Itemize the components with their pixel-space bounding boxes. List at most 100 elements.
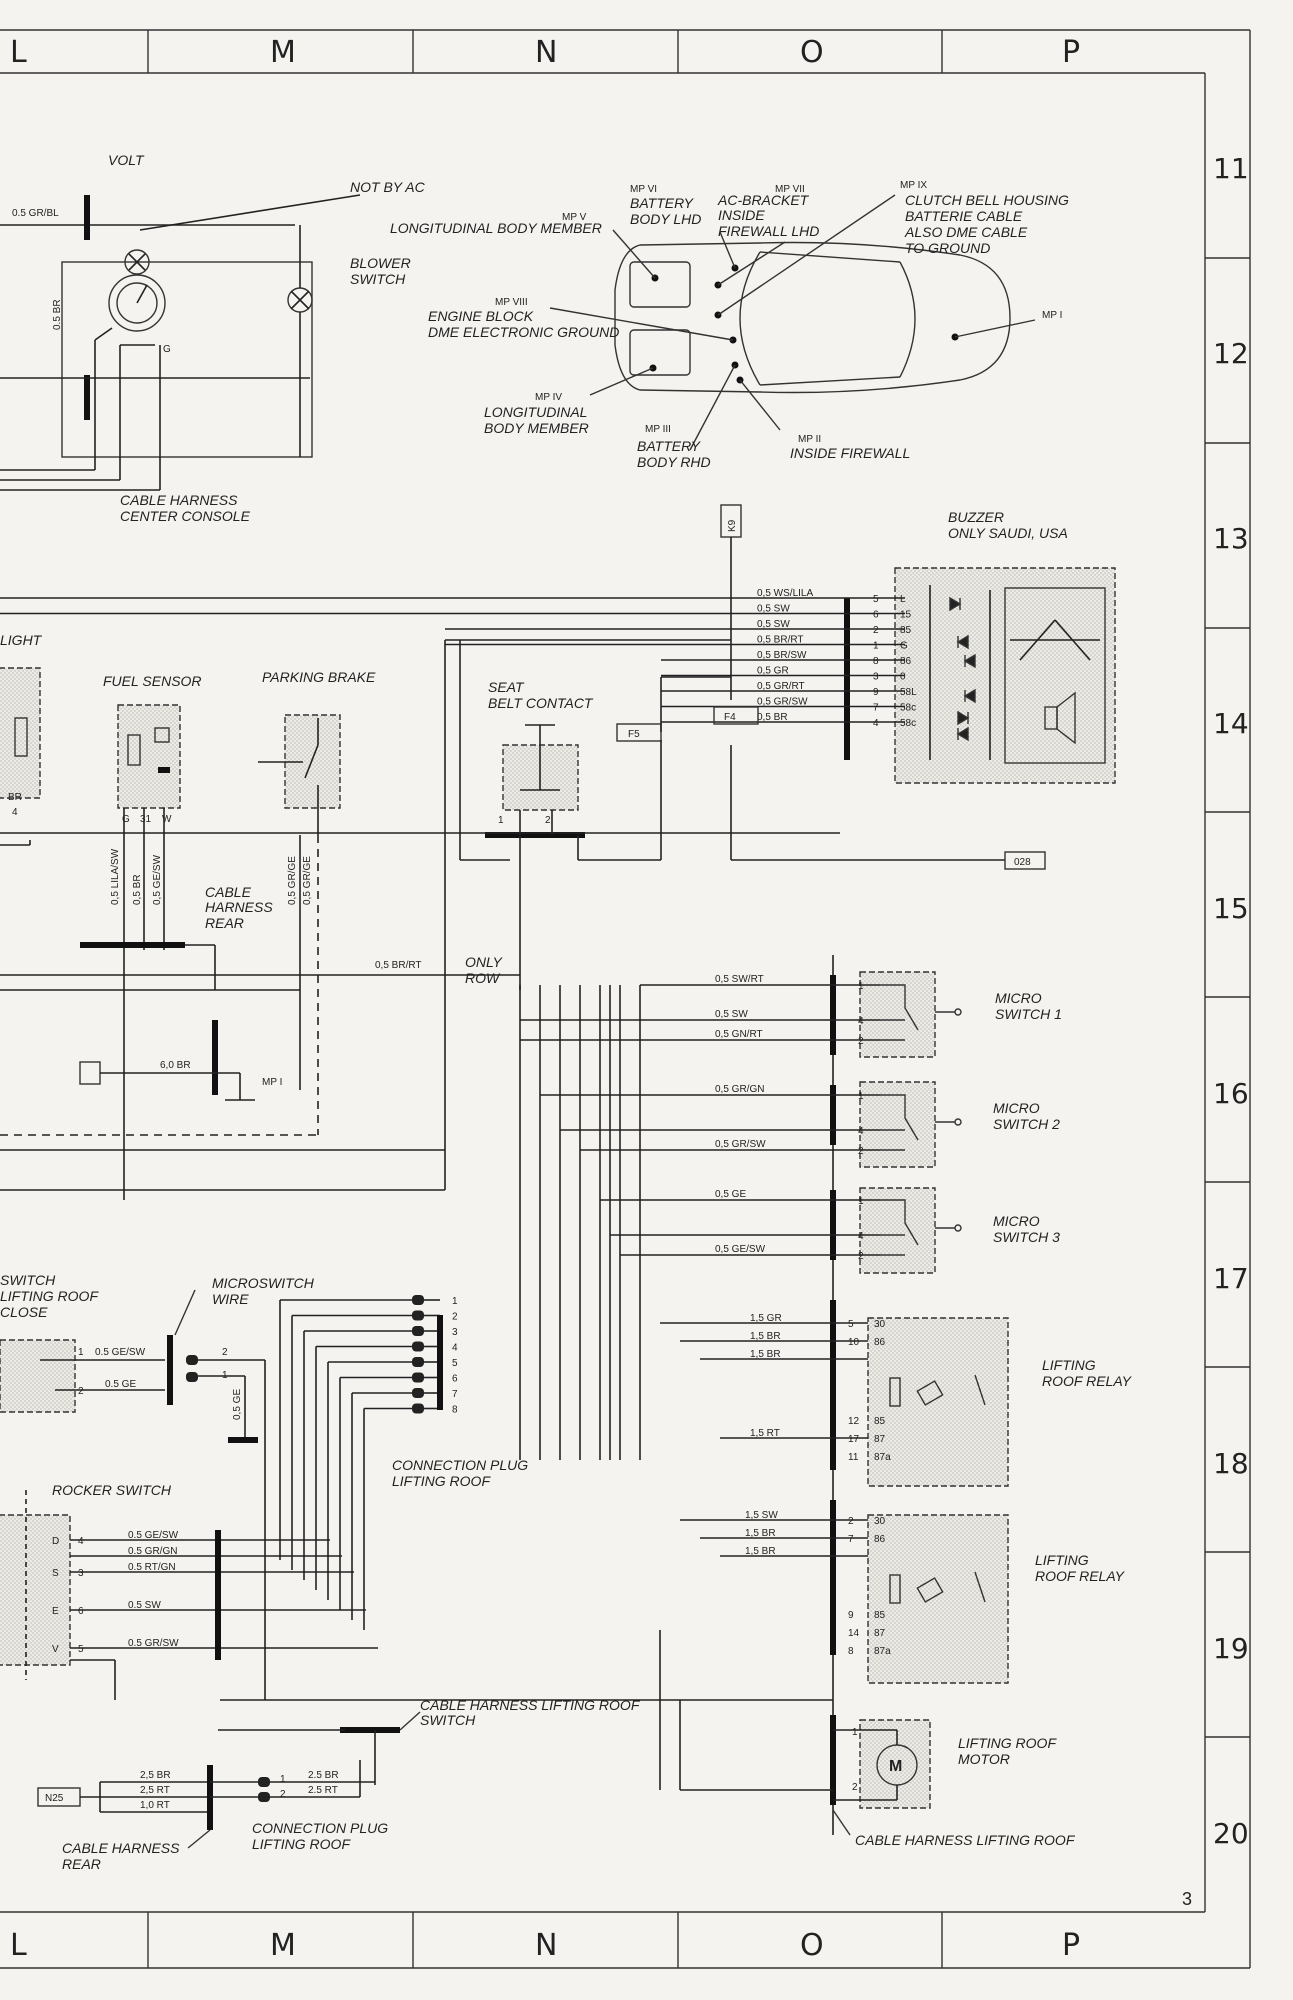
car-outline-icon [614,241,1011,394]
c028-connector [1004,851,1046,870]
relay-2-pin-4: 14 [848,1628,860,1639]
micro-switch-2-pin-3: 2 [858,1146,864,1157]
relay-1-wire-1: 1,5 GR [750,1313,782,1324]
connection-plug-label-1: CONNECTION PLUG [392,1457,528,1473]
relay-2-wire-1: 1,5 SW [745,1510,778,1521]
grid-col-bottom-p: P [1062,1928,1080,1963]
micro-switch-1-pin-3: 2 [858,1036,864,1047]
harness-rear-section: CABLE HARNESS REAR 0,5 BR/RT ONLY ROW 6,… [0,639,731,1191]
seat-pin-1: 1 [498,815,504,826]
buzzer-wire-4: 0,5 BR/RT [757,635,804,646]
fuel-pin-g: G [122,814,130,825]
lifting-roof-relay-1-label-1: LIFTING [1042,1357,1096,1373]
microswitch-drop-wire: 0,5 GE [232,1389,243,1420]
lifting-roof-relay-1-label-2: ROOF RELAY [1042,1373,1133,1389]
plug2-pin-2: 2 [280,1789,286,1800]
buzzer-label-2: ONLY SAUDI, USA [948,525,1068,541]
mp-iv-desc-2: BODY MEMBER [484,420,589,436]
switch-lifting-roof-label-3: CLOSE [0,1304,48,1320]
lifting-roof-motor-box [859,1719,931,1809]
lifting-roof-relay-2-label-1: LIFTING [1035,1552,1089,1568]
rocker-pin-3: 6 [78,1606,84,1617]
buzzer-wire-1: 0,5 WS/LILA [757,588,813,599]
relay-2-pin-2: 7 [848,1534,854,1545]
relay-1-terminal-5: 87a [874,1452,891,1463]
relay-1-pin-4: 17 [848,1434,860,1445]
plug-pin-8: 8 [452,1405,458,1416]
grid-col-top-p: P [1062,35,1080,70]
relay-1-wire-4: 1,5 RT [750,1428,780,1439]
relay-1-pin-5: 11 [848,1452,859,1463]
buzzer-pin-7: 9 [873,687,879,698]
plug-pin-7: 7 [452,1389,458,1400]
micro-switch-3-label-1: MICRO [993,1213,1040,1229]
fuel-wire-lila: 0,5 LILA/SW [110,848,121,905]
buzzer-wire-8: 0,5 GR/SW [757,697,808,708]
cable-harness-lifting-roof-switch-label-2: SWITCH [420,1712,476,1728]
fuel-pin-31: 31 [140,814,152,825]
cable-harness-rear-label-3: REAR [205,915,244,931]
voltmeter-section: VOLT 0.5 GR/BL 0.5 BR G NOT BY AC BLOWER… [0,152,426,524]
relay-2-wire-2: 1,5 BR [745,1528,776,1539]
cable-harness-lifting-roof-switch-label-1: CABLE HARNESS LIFTING ROOF [420,1697,641,1713]
micro-switch-1-wire-2: 0,5 SW [715,1009,748,1020]
micro-switch-3-box [859,1187,936,1274]
microswitch-pin-2: 2 [222,1347,228,1358]
fuel-wire-br: 0,5 BR [132,874,143,905]
ground-wire: 6,0 BR [160,1060,191,1071]
mp-vii-desc-1: AC-BRACKET [717,192,810,208]
parking-brake-label: PARKING BRAKE [262,669,376,685]
ground-mp-i-label: MP I [262,1077,282,1088]
micro-switch-1-box [859,971,936,1058]
relay-2-pin-1: 2 [848,1516,854,1527]
light-wire: BR [8,792,22,803]
grid-row-11: 11 [1213,152,1249,185]
micro-switch-1-label-1: MICRO [995,990,1042,1006]
rocker-wire-1: 0.5 GE/SW [128,1530,179,1541]
mp-viii-desc-1: ENGINE BLOCK [428,308,534,324]
mp-iii-id: MP III [645,424,671,435]
seat-belt-label-2: BELT CONTACT [488,695,594,711]
relay-2-terminal-1: 30 [874,1516,886,1527]
relay-1-wire-3: 1,5 BR [750,1349,781,1360]
sensors-section: LIGHT BR 4 FUEL SENSOR G 31 W 0,5 LILA/S… [0,632,840,1200]
grid-row-16: 16 [1213,1077,1249,1110]
cable-harness-lifting-roof-label: CABLE HARNESS LIFTING ROOF [855,1832,1076,1848]
buzzer-pin-2: 6 [873,610,879,621]
f4-label: F4 [724,712,736,723]
f4-connector [713,706,759,725]
mp-iv-id: MP IV [535,392,562,403]
page-frame: L M N O P L M N O P 11 12 13 14 15 16 17… [0,29,1251,1969]
micro-switch-2-box [859,1081,936,1168]
parking-wire-1: 0,5 GR/GE [287,856,298,905]
switch-close-pin-1: 1 [78,1347,84,1358]
volt-lamp-icon [124,249,150,275]
micro-switch-1-wire-1: 0,5 SW/RT [715,974,764,985]
relay-2-terminal-4: 87 [874,1628,886,1639]
cable-harness-center-label-2: CENTER CONSOLE [120,508,251,524]
rear-wire-3: 1,0 RT [140,1800,170,1811]
volt-label: VOLT [108,152,145,168]
grid-col-bottom-o: O [800,1928,824,1963]
motor-pin-2: 2 [852,1782,858,1793]
grid-row-14: 14 [1213,707,1249,740]
relay-1-wire-2: 1,5 BR [750,1331,781,1342]
micro-switch-2-pin-2: 4 [858,1126,864,1137]
seat-pin-2: 2 [545,815,551,826]
buzzer-wire-2: 0,5 SW [757,604,790,615]
light-label: LIGHT [0,632,43,648]
grid-col-top-o: O [800,35,824,70]
grid-row-12: 12 [1213,337,1249,370]
f5-connector [616,723,662,742]
micro-switch-2-pin-1: 1 [858,1091,864,1102]
cable-harness-rear-label-2: HARNESS [205,899,273,915]
buzzer-label-1: BUZZER [948,509,1004,525]
mp-ix-desc-4: TO GROUND [905,240,990,256]
volt-pin-g: G [163,344,171,355]
mp-ix-desc-1: CLUTCH BELL HOUSING [905,192,1069,208]
grid-col-bottom-l: L [10,1928,27,1963]
plug2-wire-2: 2.5 RT [308,1785,338,1796]
